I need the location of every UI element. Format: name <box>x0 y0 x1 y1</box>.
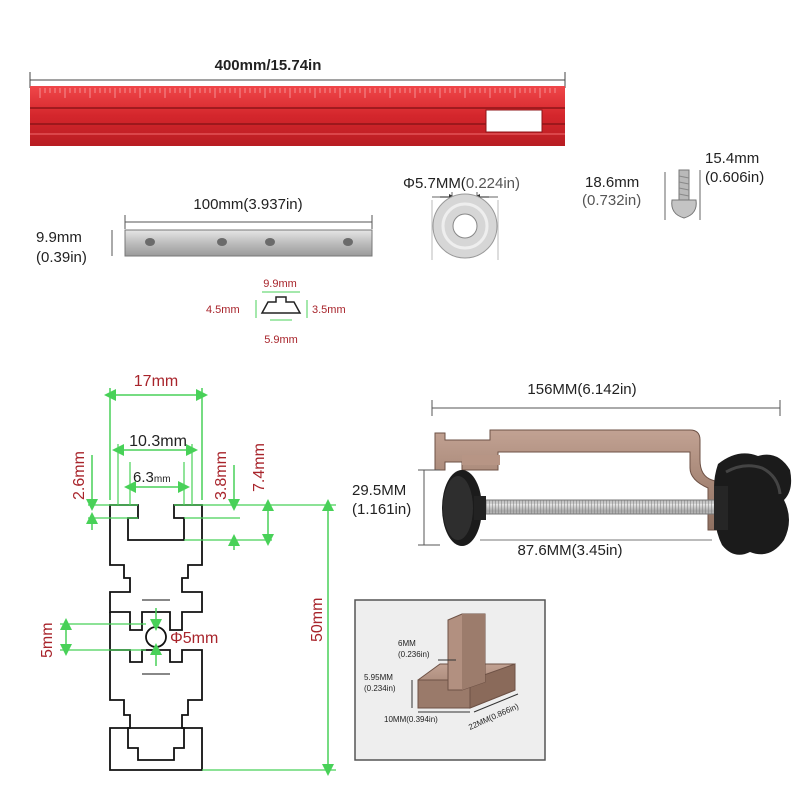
red-rail <box>30 86 565 146</box>
depth-lip-label: 2.6mm <box>71 451 88 500</box>
width-dimensions: 17mm 10.3mm 6.3mm <box>104 373 208 505</box>
width-opening-label: 6.3mm <box>133 469 171 486</box>
screw-section: 18.6mm (0.732in) 15.4mm (0.606in) <box>582 150 764 220</box>
foot-detail-inset: 6MM (0.236in) 5.95MM (0.234in) 10MM(0.39… <box>354 599 546 761</box>
profile-right-label: 3.5mm <box>312 304 346 316</box>
clamp-height-in-label: (1.161in) <box>352 501 411 518</box>
foot-height-in-label: (0.234in) <box>364 684 396 693</box>
bar-screw-holes <box>145 238 353 246</box>
center-gap-label: 5mm <box>39 622 56 658</box>
clamp-width-label: 156MM(6.142in) <box>527 381 636 398</box>
screw-icon <box>671 169 697 219</box>
slider-profile-section: 9.9mm 4.5mm 3.5mm 5.9mm <box>206 278 346 346</box>
center-gap-dimension: 5mm Φ5mm <box>39 608 218 666</box>
screw-length-in-label: (0.732in) <box>582 192 641 209</box>
foot-post-mm-label: 6MM <box>398 639 416 648</box>
extrusion-profile-outline <box>109 504 203 631</box>
foot-post-in-label: (0.236in) <box>398 650 430 659</box>
left-pad-knob <box>442 470 486 546</box>
depth-dimensions-right: 3.8mm 7.4mm <box>174 443 274 550</box>
star-knob-icon <box>714 453 792 555</box>
total-height-dimension: 50mm <box>202 499 336 776</box>
extrusion-cross-section: 17mm 10.3mm 6.3mm 2.6mm 3.8mm <box>39 373 336 776</box>
clamp-screw-length-label: 87.6MM(3.45in) <box>517 542 622 559</box>
clamp-body <box>434 429 719 531</box>
slider-profile-shape <box>260 296 302 314</box>
clamp-section: 156MM(6.142in) 29.5MM (1.161in) 87.6MM(3… <box>352 381 792 559</box>
profile-bottom-label: 5.9mm <box>264 334 298 346</box>
depth-dimensions-left: 2.6mm <box>71 451 138 530</box>
width-slot-label: 10.3mm <box>129 433 187 450</box>
bar-height-mm-label: 9.9mm <box>36 229 82 246</box>
foot-block <box>417 613 516 709</box>
foot-width-label: 10MM(0.394in) <box>384 715 438 724</box>
washer-hole <box>452 213 478 239</box>
t-bolt-bar-section: 100mm(3.937in) 9.9mm (0.39in) <box>36 196 373 266</box>
bar-height-in-label: (0.39in) <box>36 249 87 266</box>
depth-total-label: 7.4mm <box>251 443 268 492</box>
screw-length-mm-label: 18.6mm <box>585 174 639 191</box>
depth-slot-label: 3.8mm <box>213 451 230 500</box>
width-outer-label: 17mm <box>134 373 178 390</box>
rail-section: 400mm/15.74in <box>29 57 566 146</box>
clamp-threaded-rod <box>467 499 721 515</box>
rail-length-label: 400mm/15.74in <box>215 57 322 74</box>
foot-height-mm-label: 5.95MM <box>364 673 393 682</box>
washer-section: Φ5.7MM(0.224in) <box>403 175 520 260</box>
screw-head-mm-label: 15.4mm <box>705 150 759 167</box>
aluminum-bar <box>124 229 373 257</box>
clamp-height-mm-label: 29.5MM <box>352 482 406 499</box>
center-hole <box>145 626 167 648</box>
total-height-label: 50mm <box>309 598 326 642</box>
hole-diameter-label: Φ5mm <box>170 630 218 647</box>
rail-ruler-scale <box>39 88 556 98</box>
profile-top-label: 9.9mm <box>263 278 297 290</box>
rail-end-cutout <box>485 109 543 133</box>
washer-diameter-label: Φ5.7MM(0.224in) <box>403 175 520 192</box>
profile-left-label: 4.5mm <box>206 304 240 316</box>
bar-length-label: 100mm(3.937in) <box>193 196 302 213</box>
screw-head-in-label: (0.606in) <box>705 169 764 186</box>
